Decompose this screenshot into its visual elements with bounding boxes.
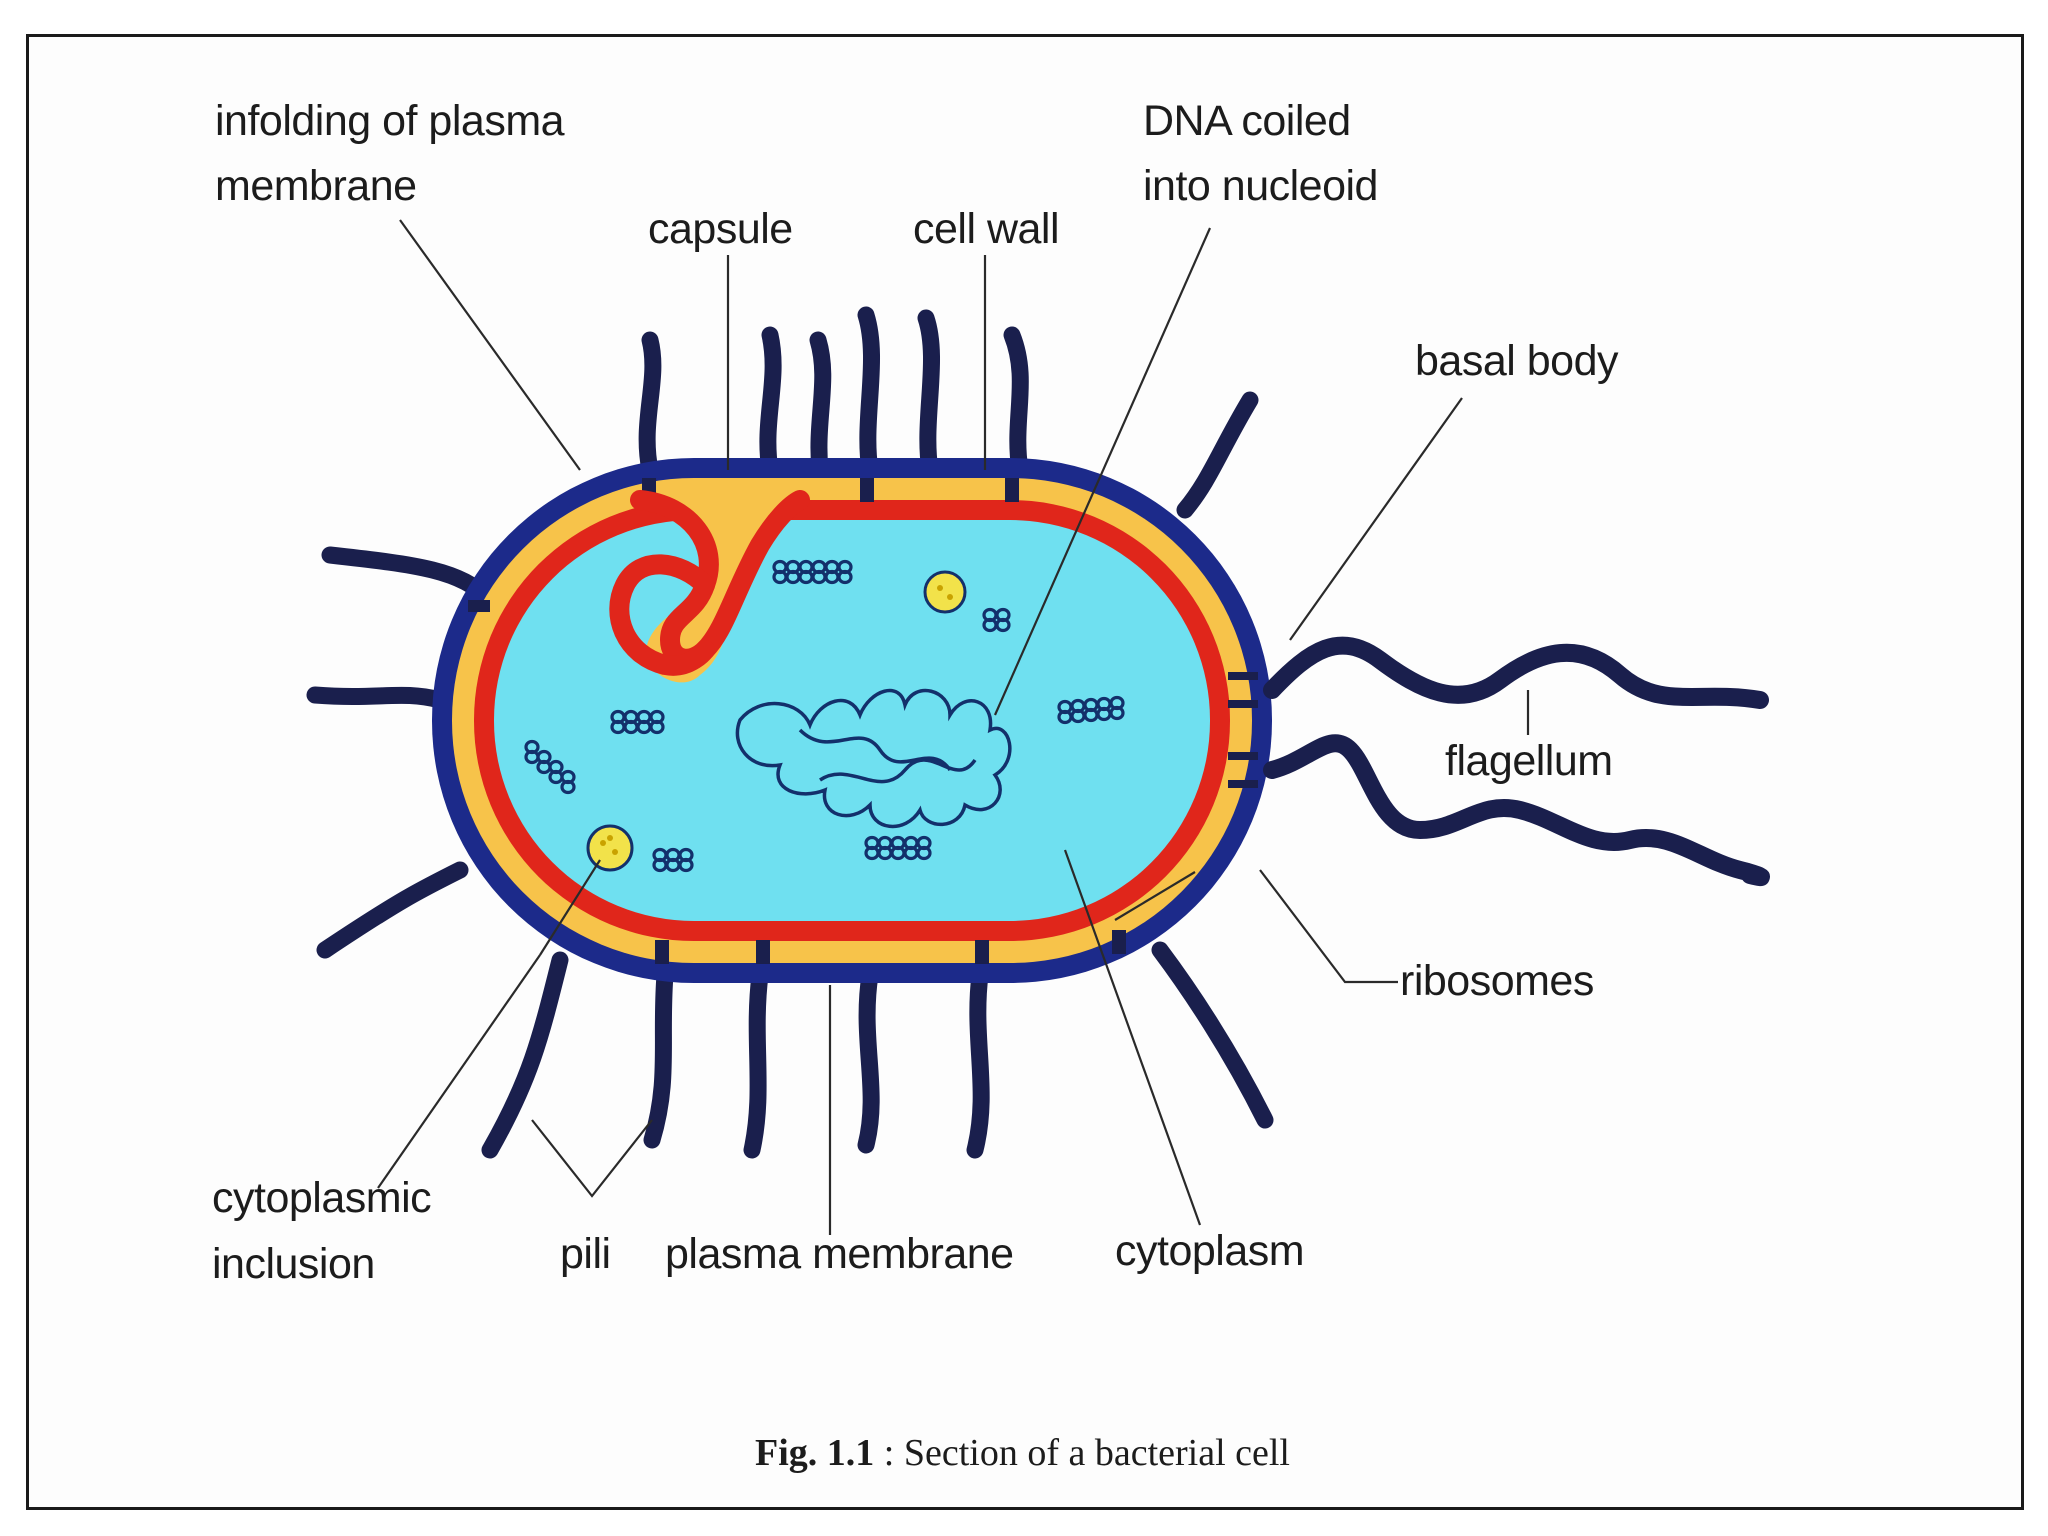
ribosome [837, 569, 853, 585]
label-cytoplasm: cytoplasm [1115, 1227, 1304, 1275]
label-infolding-line1: infolding of plasma [215, 97, 565, 145]
infolding-loop [609, 554, 715, 676]
label-cell-wall: cell wall [913, 205, 1059, 253]
pilus [917, 309, 941, 479]
ribosome [1109, 705, 1125, 721]
leader-lines [377, 219, 1530, 1235]
pilus [1003, 326, 1029, 479]
pilus [316, 861, 469, 959]
pilus [306, 686, 449, 709]
ribosome [678, 857, 694, 873]
pilus-anchors [468, 478, 1126, 964]
label-capsule: capsule [648, 205, 793, 253]
pilus [809, 331, 832, 479]
pilus [1151, 941, 1274, 1129]
label-flagellum: flagellum [1445, 737, 1613, 785]
cytoplasmic-inclusion [923, 570, 967, 614]
flagellum [1263, 734, 1770, 887]
infolding-yellow [646, 500, 790, 683]
ribosome [649, 719, 665, 735]
pilus [643, 966, 674, 1149]
ribosome-cluster [524, 559, 1125, 873]
pilus [966, 966, 990, 1159]
caption-prefix: Fig. 1.1 [755, 1432, 874, 1474]
pilus [857, 306, 881, 479]
flagellum [1263, 636, 1769, 709]
pilus [481, 951, 569, 1159]
label-pili: pili [560, 1230, 611, 1278]
caption-text: : Section of a bacterial cell [874, 1432, 1290, 1474]
pili-bottom [481, 941, 1274, 1159]
pilus [638, 331, 662, 479]
label-basal-body: basal body [1415, 337, 1619, 385]
cytoplasmic-inclusion [586, 824, 634, 872]
label-dna-line1: DNA coiled [1143, 97, 1351, 145]
ribosome [916, 845, 932, 861]
pili-top [638, 306, 1259, 519]
pilus [857, 966, 880, 1154]
label-ribosomes: ribosomes [1400, 957, 1594, 1005]
label-dna-line2: into nucleoid [1143, 162, 1378, 210]
infolding-membrane [630, 490, 810, 669]
label-infolding-line2: membrane [215, 162, 417, 210]
label-inclusion-line2: inclusion [212, 1240, 375, 1288]
ribosome [560, 779, 576, 795]
basal-body [1228, 672, 1258, 788]
label-inclusion-line1: cytoplasmic [212, 1174, 431, 1222]
pilus [1176, 391, 1259, 519]
nucleoid-dna [735, 688, 1012, 828]
figure-caption: Fig. 1.1 : Section of a bacterial cell [755, 1432, 1290, 1474]
label-plasma-membrane: plasma membrane [665, 1230, 1014, 1278]
pilus [743, 966, 769, 1159]
pilus [759, 326, 782, 479]
ribosome [995, 617, 1011, 633]
